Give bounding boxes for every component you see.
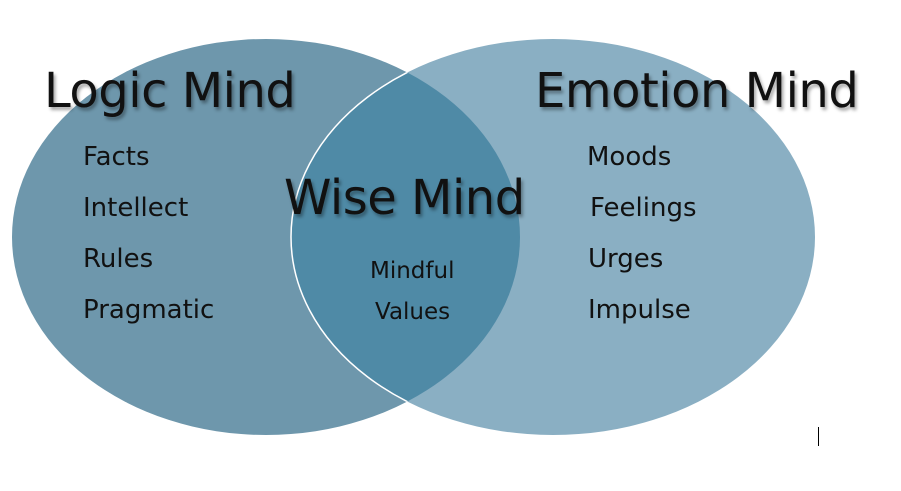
logic-item-rules: Rules xyxy=(83,244,154,274)
emotion-item-moods: Moods xyxy=(587,142,672,172)
logic-item-facts: Facts xyxy=(83,142,150,172)
wise-mind-title: Wise Mind xyxy=(284,170,525,226)
wise-item-values: Values xyxy=(375,299,451,325)
wise-mind-overlap xyxy=(291,39,520,435)
logic-mind-title: Logic Mind xyxy=(44,63,296,119)
emotion-mind-circle-outline xyxy=(290,39,520,435)
emotion-mind-title: Emotion Mind xyxy=(535,63,859,119)
logic-item-pragmatic: Pragmatic xyxy=(83,295,215,325)
emotion-item-impulse: Impulse xyxy=(588,295,691,325)
wise-item-mindful: Mindful xyxy=(370,258,455,284)
logic-item-intellect: Intellect xyxy=(83,193,189,223)
emotion-item-feelings: Feelings xyxy=(590,193,697,223)
text-cursor xyxy=(818,427,819,446)
emotion-item-urges: Urges xyxy=(588,244,664,274)
